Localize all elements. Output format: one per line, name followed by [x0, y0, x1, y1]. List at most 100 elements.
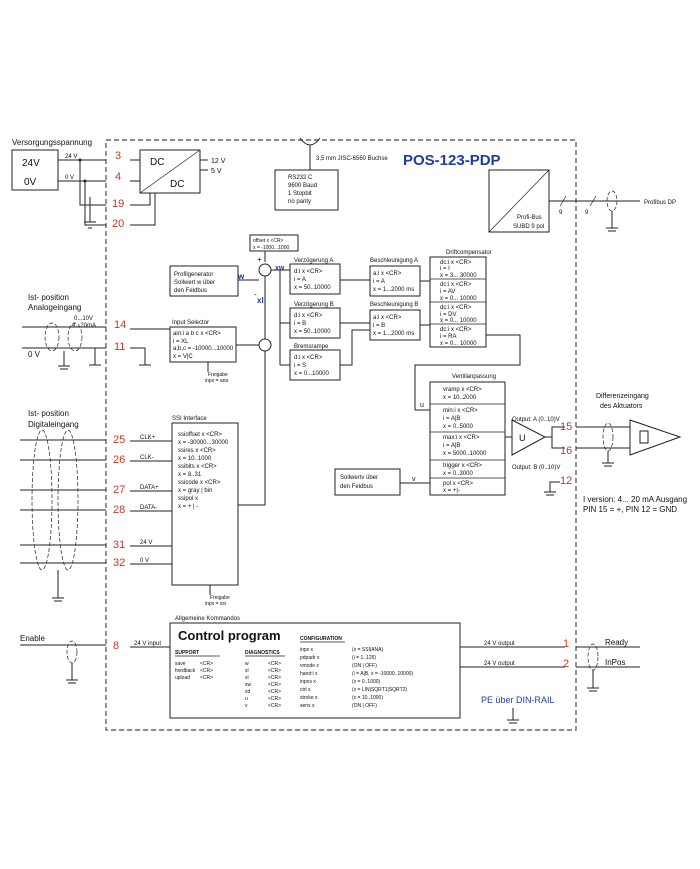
config-range: (ON | OFF) [352, 663, 377, 669]
verz-a-box [289, 263, 341, 295]
besch-b-title: Beschleunigung B [370, 302, 418, 308]
iversion-line-2: PIN 15 = +, PIN 12 = GND [583, 505, 677, 514]
supply-0v: 0V [24, 177, 37, 188]
config-cmd: hand:i x [300, 671, 318, 677]
diag-cr: <CR> [268, 661, 281, 667]
pin-9-b: 9 [585, 210, 589, 216]
ventil-vramp-2: x = 10..2000 [443, 395, 477, 401]
ssi-line-2: x = -30000...30000 [178, 440, 229, 446]
config-cmd: sens x [300, 703, 315, 709]
diagnostics-heading: DIAGNOSTICS [245, 650, 280, 656]
analog-title-2: Analogeingang [28, 303, 81, 312]
profilgen-line-2: Sollwert w über [174, 280, 215, 286]
control-title: Control program [178, 628, 281, 643]
ssi-title: SSI Interface [172, 416, 207, 422]
pin-28: 28 [113, 504, 125, 516]
ssi-line-8: x = gray | bin [178, 488, 212, 494]
input-selector-line-4: x = V|C [173, 354, 193, 360]
support-cmd: foedback [175, 668, 196, 674]
input-selector-line-2: i = XL [173, 339, 189, 345]
profilgen-line-3: den Feldbus [174, 288, 207, 294]
drift-av-2: i = AV [440, 289, 455, 295]
ventil-max-1: max:i x <CR> [443, 435, 480, 441]
diag-cmd: xl [245, 668, 249, 674]
config-cmd: pdpadr x [300, 655, 320, 661]
config-range: (ON | OFF) [352, 703, 377, 709]
drift-i-3: x = 3... 30000 [440, 273, 477, 279]
ssi-release-2: inpx = ssi [205, 601, 226, 607]
pin-15: 15 [560, 421, 572, 433]
output-a-label: Output: A (0..10)V [512, 417, 560, 423]
verz-b-line-2: i = B [294, 321, 306, 327]
rs232-line-3: 1 Stopbit [288, 191, 312, 197]
config-cmd: stroke x [300, 695, 318, 701]
signal-xw: xw [275, 265, 285, 272]
configuration-heading: CONFIGURATION [300, 636, 342, 642]
input-selector-release-2: inpx = ana [205, 378, 228, 384]
verz-b-line-1: d:i x <CR> [294, 313, 323, 319]
power-title: Versorgungsspannung [12, 138, 92, 147]
pin-27: 27 [113, 484, 125, 496]
pe-label: PE über DIN-RAIL [481, 695, 555, 705]
output-24v-2: 24 V output [484, 661, 515, 667]
ssi-line-9: ssipol x [178, 496, 198, 502]
besch-b-line-1: a:i x <CR> [373, 315, 402, 321]
config-cmd: inpos x [300, 679, 316, 685]
iversion-line-1: I version: 4... 20 mA Ausgang [583, 495, 687, 504]
diag-cr: <CR> [268, 689, 281, 695]
out-12v: 12 V [211, 158, 226, 165]
drift-av-3: x = 0... 10000 [440, 296, 477, 302]
config-range: (i = A|B, x = -10000..10000) [352, 671, 413, 677]
data-plus: DATA+ [140, 485, 159, 491]
support-cr: <CR> [200, 668, 213, 674]
dc-in: DC [150, 157, 164, 168]
ssi-line-5: ssibits x <CR> [178, 464, 217, 470]
offset-box [249, 234, 299, 252]
ventil-vramp-1: vramp x <CR> [443, 387, 482, 393]
support-heading: SUPPORT [175, 650, 199, 656]
besch-a-title: Beschleunigung A [370, 258, 418, 264]
page-title: POS-123-PDP [403, 152, 501, 169]
clk-plus: CLK+ [140, 435, 156, 441]
drift-i-2: i = I [440, 266, 450, 272]
out-5v: 5 V [211, 168, 222, 175]
profibus-label: Profibus DP [644, 200, 676, 206]
actuator-input [629, 419, 682, 456]
pin-25: 25 [113, 434, 125, 446]
config-range: (i = 1..126) [352, 655, 376, 661]
sum-plus: + [257, 255, 262, 264]
verz-a-title: Verzögerung A [294, 258, 333, 264]
sum-minus: - [254, 290, 257, 299]
drift-dv-3: x = 0... 10000 [440, 318, 477, 324]
config-range: (x = LIN|SQRT1|SQRT2) [352, 687, 407, 693]
drift-title: Driftcompensator [446, 250, 492, 256]
ventil-title: Ventilanpassung [452, 374, 496, 380]
summing-junction-1 [258, 263, 272, 277]
rs232-line-2: 9600 Baud [288, 183, 317, 189]
pin-19: 19 [112, 198, 124, 210]
ventil-min-2: i = A|B [443, 416, 460, 422]
config-range: (x = 10..1000) [352, 695, 383, 701]
verz-a-line-2: i = A [294, 277, 306, 283]
brems-box [289, 349, 341, 381]
summing-junction-2 [258, 338, 272, 352]
profilgen-line-1: Profilgenerator [174, 272, 213, 278]
offset-line-1: offset x <CR> [253, 238, 284, 244]
drift-av-1: dc:i x <CR> [440, 282, 472, 288]
input-selector-release-1: Freigabe [208, 372, 228, 378]
ready-label: Ready [605, 638, 628, 647]
data-minus: DATA- [140, 505, 157, 511]
drift-ra-3: x = 0... 10000 [440, 341, 477, 347]
support-cmd: upload [175, 675, 190, 681]
ssi-line-4: x = 10..1000 [178, 456, 212, 462]
signal-xl: xl [257, 296, 264, 305]
signal-v: v [412, 476, 416, 483]
clk-minus: CLK- [140, 455, 154, 461]
support-cmd: save [175, 661, 186, 667]
signal-u: u [420, 402, 424, 409]
pin-4: 4 [115, 171, 121, 183]
ventil-max-3: x = 5000..10000 [443, 451, 487, 457]
config-cmd: vmode x [300, 663, 319, 669]
analog-zero: 0 V [28, 350, 41, 359]
ventil-min-1: min:i x <CR> [443, 408, 478, 414]
